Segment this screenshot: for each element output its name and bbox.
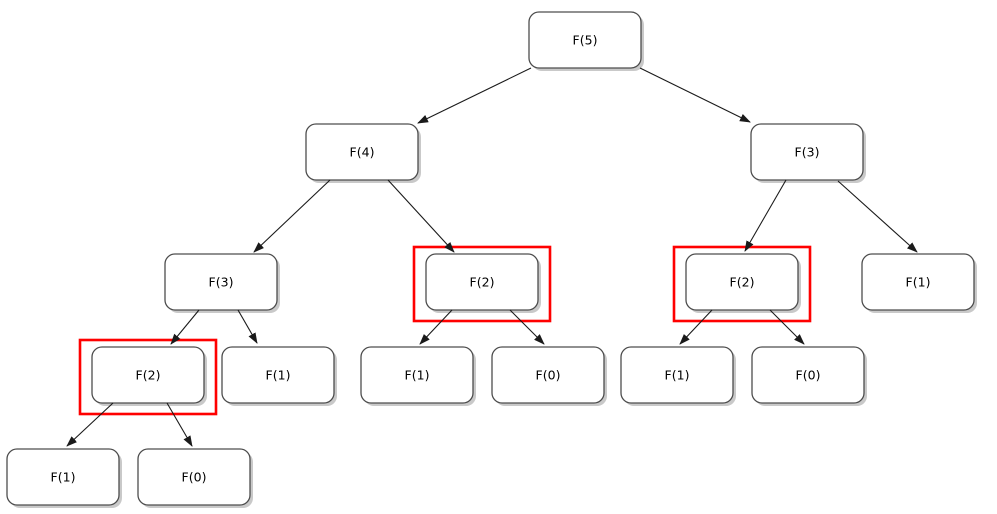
tree-node-f2-mid: F(2) [425,253,541,313]
edge-f2-mid-f1-under-f2-mid [419,309,453,345]
tree-node-f4: F(4) [305,123,421,183]
edge-f5-f3-right [639,67,751,123]
tree-node-f1-far-right: F(1) [861,253,977,313]
tree-node-f1-under-f2-mid: F(1) [360,346,476,406]
tree-node-label: F(1) [51,470,76,485]
node-box [685,253,799,311]
tree-node-f0-under-f2-mid: F(0) [491,346,607,406]
edge-f4-f3-left [253,179,331,253]
node-box [305,123,419,181]
tree-node-label: F(4) [350,145,375,160]
highlight-boxes [78,245,812,416]
highlight-box-f2-right [672,245,812,323]
edge-f2-left-f0-under-f2-left [166,402,193,447]
tree-node-label: F(2) [730,275,755,290]
tree-node-label: F(2) [470,275,495,290]
edge-f2-right-f1-under-f2-right [679,309,713,345]
edge-f2-mid-f0-under-f2-mid [509,309,545,345]
node-box [861,253,975,311]
tree-node-label: F(1) [665,368,690,383]
edge-f3-right-f1-far-right [837,180,918,253]
tree-node-f0-under-f2-left: F(0) [137,448,253,508]
tree-node-label: F(2) [136,368,161,383]
edge-f2-left-f1-under-f2-left [66,402,114,447]
tree-node-f1-under-f2-left: F(1) [6,448,122,508]
tree-node-label: F(0) [796,368,821,383]
edge-f2-right-f0-under-f2-right [769,309,805,345]
node-box [491,346,605,404]
node-box [91,346,205,404]
edge-f3-left-f1-under-f3-left [237,309,258,344]
tree-node-f2-right: F(2) [685,253,801,313]
node-box [164,253,278,311]
tree-node-f5: F(5) [528,11,644,71]
edge-f4-f2-mid [387,179,455,253]
tree-node-label: F(1) [405,368,430,383]
tree-node-label: F(0) [536,368,561,383]
tree-nodes: F(5) F(4) F(3) F(3) F(2) F(2) F(1) F(2) F(1) F(1)… [6,11,977,508]
edge-f3-right-f2-right [744,179,787,252]
tree-node-f1-under-f3-left: F(1) [221,346,337,406]
tree-node-f1-under-f2-right: F(1) [620,346,736,406]
node-box [137,448,251,506]
tree-node-f0-under-f2-right: F(0) [751,346,867,406]
tree-node-f2-left: F(2) [91,346,207,406]
tree-node-label: F(5) [573,33,598,48]
highlight-box-f2-mid [412,245,552,323]
tree-node-label: F(0) [182,470,207,485]
tree-node-label: F(3) [795,145,820,160]
tree-node-label: F(1) [906,275,931,290]
node-box [528,11,642,69]
tree-node-f3-right: F(3) [750,123,866,183]
node-box [360,346,474,404]
node-box [750,123,864,181]
node-box [751,346,865,404]
tree-node-label: F(3) [209,275,234,290]
tree-edges [66,67,918,447]
node-box [221,346,335,404]
node-box [425,253,539,311]
edge-f5-f4 [417,67,532,124]
tree-node-f3-left: F(3) [164,253,280,313]
highlight-box-f2-left [78,338,218,416]
tree-node-label: F(1) [266,368,291,383]
node-box [6,448,120,506]
edge-f3-left-f2-left [170,309,200,345]
node-box [620,346,734,404]
